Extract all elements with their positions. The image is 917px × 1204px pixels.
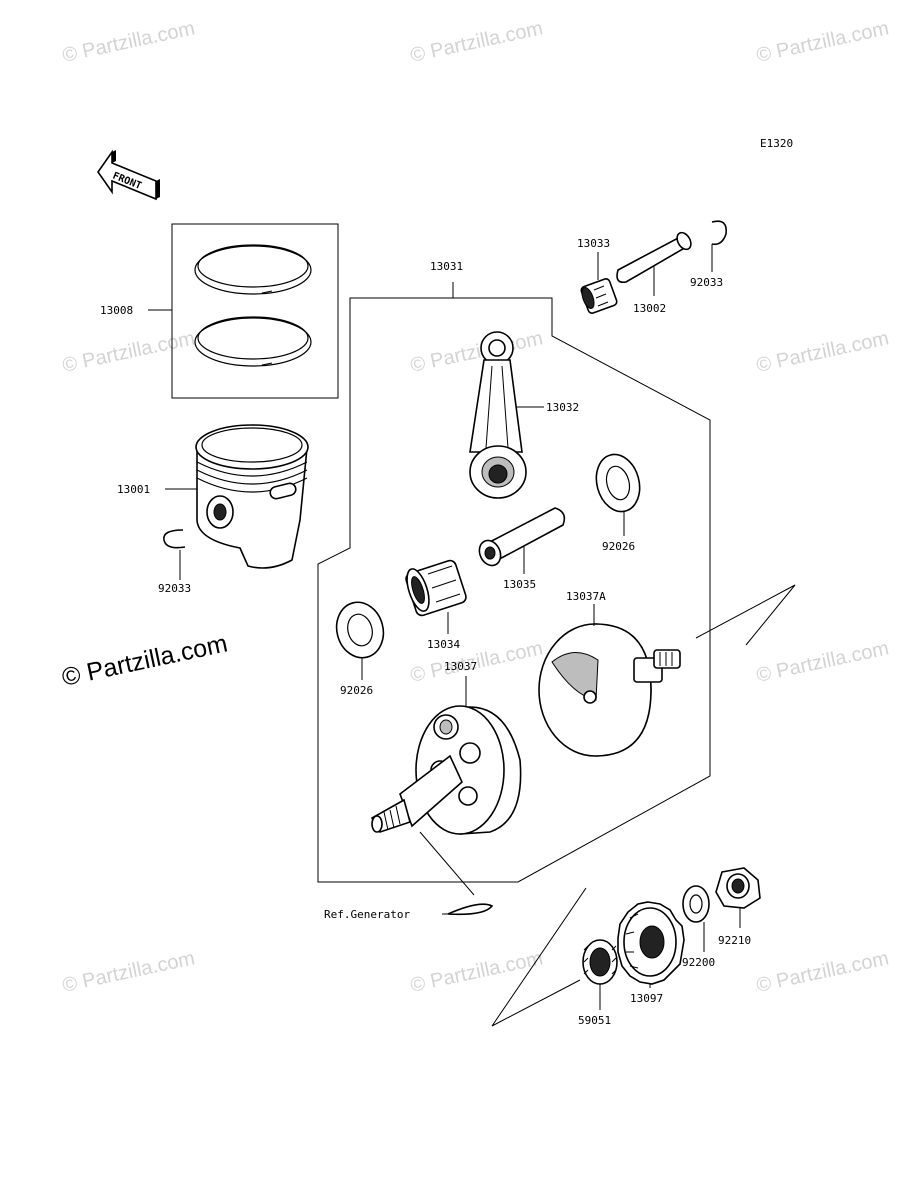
piston-pin[interactable] (616, 230, 694, 284)
part-label-13032: 13032 (546, 401, 579, 414)
thrust-washer-left[interactable] (331, 597, 390, 663)
piston-ring-set[interactable] (171, 223, 339, 399)
watermark: © Partzilla.com (754, 17, 890, 67)
part-label-92210: 92210 (718, 934, 751, 947)
front-arrow-icon: FRONT (97, 149, 160, 201)
thrust-washer-right[interactable] (590, 450, 646, 517)
crankshaft-right[interactable] (538, 623, 681, 757)
watermark: © Partzilla.com (60, 17, 196, 67)
crankshaft-nut[interactable] (715, 867, 761, 909)
crankshaft-left[interactable] (370, 705, 522, 835)
washer[interactable] (682, 885, 710, 923)
part-label-92033-left: 92033 (158, 582, 191, 595)
generator-key[interactable] (447, 903, 494, 916)
drive-gear-bearing[interactable] (582, 939, 618, 985)
crank-pin[interactable] (475, 507, 566, 569)
ref-generator-leader (419, 831, 475, 896)
watermark-main: © Partzilla.com (59, 629, 230, 691)
part-label-13033: 13033 (577, 237, 610, 250)
circlip-right[interactable] (711, 220, 728, 246)
big-end-bearing[interactable] (403, 559, 468, 617)
part-label-13037: 13037 (444, 660, 477, 673)
diagram-code: E1320 (760, 137, 793, 150)
part-label-13002: 13002 (633, 302, 666, 315)
watermarks: © Partzilla.com © Partzilla.com © Partzi… (59, 17, 890, 997)
watermark: © Partzilla.com (60, 947, 196, 997)
watermark: © Partzilla.com (754, 327, 890, 377)
watermark: © Partzilla.com (754, 947, 890, 997)
part-label-92200: 92200 (682, 956, 715, 969)
axis-projection-right (695, 584, 796, 646)
watermark: © Partzilla.com (754, 637, 890, 687)
watermark: © Partzilla.com (408, 947, 544, 997)
part-label-13037A: 13037A (566, 590, 606, 603)
ref-generator-label: Ref.Generator (324, 908, 410, 921)
watermark: © Partzilla.com (408, 327, 544, 377)
part-label-13031: 13031 (430, 260, 463, 273)
piston[interactable] (195, 424, 309, 569)
watermark: © Partzilla.com (60, 327, 196, 377)
circlip-left[interactable] (163, 529, 186, 549)
part-label-13008: 13008 (100, 304, 133, 317)
part-label-13097: 13097 (630, 992, 663, 1005)
part-label-13035: 13035 (503, 578, 536, 591)
crankshaft-assembly-outline (317, 282, 711, 883)
part-label-13001: 13001 (117, 483, 150, 496)
part-label-92026-right: 92026 (602, 540, 635, 553)
connecting-rod[interactable] (469, 331, 527, 499)
part-label-92033-right: 92033 (690, 276, 723, 289)
axis-projection-bottom (491, 887, 587, 1027)
small-end-bearing[interactable] (580, 278, 618, 315)
part-label-13034: 13034 (427, 638, 460, 651)
primary-drive-gear[interactable] (617, 901, 685, 985)
watermark: © Partzilla.com (408, 17, 544, 67)
part-label-59051: 59051 (578, 1014, 611, 1027)
part-label-92026-left: 92026 (340, 684, 373, 697)
